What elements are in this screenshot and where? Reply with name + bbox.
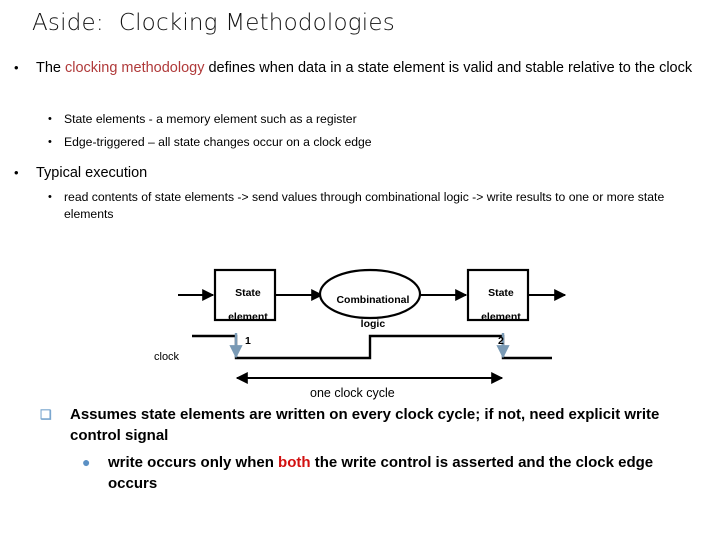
bullet-text: read contents of state elements -> send … (64, 190, 665, 221)
combinational-logic-line2: logic (360, 318, 386, 330)
bullet-marker: • (14, 60, 19, 75)
bullet-state-elements: • State elements - a memory element such… (48, 111, 668, 128)
bullet-text-highlight: clocking methodology (65, 60, 205, 76)
bullet-text-post: defines when data in a state element is … (204, 60, 693, 76)
state-element-1-label: State element 1 (215, 275, 275, 347)
combinational-logic-line1: Combinational (336, 294, 410, 306)
bullet-clocking-methodology: • The clocking methodology defines when … (14, 58, 694, 78)
bullet-text: State elements - a memory element such a… (64, 112, 357, 126)
bullet-read-contents: • read contents of state elements -> sen… (48, 189, 688, 223)
combinational-logic-label: Combinational logic (320, 282, 420, 330)
bullet-text-highlight: both (278, 454, 311, 471)
bullet-text-pre: The (36, 60, 66, 76)
clock-label: clock (154, 351, 180, 363)
bullet-text: write occurs only when both the write co… (108, 452, 672, 494)
state-element-2-line1: State (488, 287, 514, 299)
bullet-text: Edge-triggered – all state changes occur… (64, 135, 372, 149)
bullet-assumes-written: ❑ Assumes state elements are written on … (40, 404, 660, 446)
state-element-1-line2: element (228, 311, 268, 323)
page-title: Aside: Clocking Methodologies (32, 10, 395, 36)
square-bullet-icon: ❑ (40, 407, 52, 422)
bullet-text: Typical execution (36, 165, 148, 181)
state-element-1-line1: State (235, 287, 261, 299)
bullet-text-post: the write control is asserted and the cl… (108, 454, 654, 492)
bullet-text: The clocking methodology defines when da… (36, 58, 692, 78)
bullet-edge-triggered: • Edge-triggered – all state changes occ… (48, 134, 668, 151)
bullet-text-pre: write occurs only when (108, 454, 279, 471)
bullet-marker: • (48, 191, 52, 203)
bullet-marker: • (48, 113, 52, 125)
bullet-marker: • (48, 136, 52, 148)
round-bullet-icon: ● (82, 454, 91, 470)
one-clock-cycle-label: one clock cycle (310, 386, 395, 400)
bullet-write-occurs: ● write occurs only when both the write … (82, 452, 672, 494)
state-element-2-line3: 2 (498, 335, 504, 347)
bullet-typical-execution: • Typical execution (14, 163, 694, 183)
state-element-1-line3: 1 (245, 335, 251, 347)
state-element-2-line2: element (481, 311, 521, 323)
bullet-text: Assumes state elements are written on ev… (70, 406, 660, 444)
state-element-2-label: State element 2 (468, 275, 528, 347)
bullet-marker: • (14, 165, 19, 180)
